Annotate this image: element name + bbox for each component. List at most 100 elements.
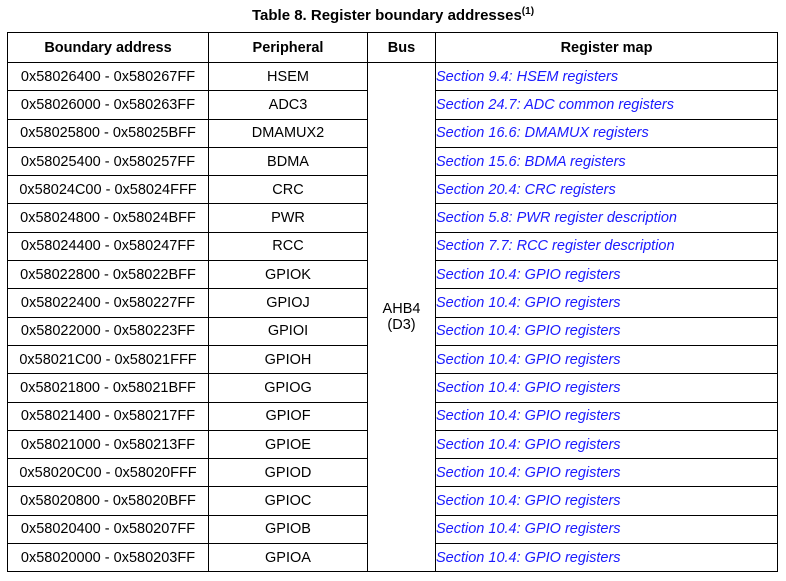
register-map-cell: Section 10.4: GPIO registers — [435, 316, 778, 346]
register-map-link[interactable]: Section 10.4: GPIO registers — [436, 464, 621, 481]
peripheral-cell: GPIOA — [208, 543, 368, 573]
register-map-cell: Section 7.7: RCC register description — [435, 231, 778, 262]
register-map-cell: Section 10.4: GPIO registers — [435, 401, 778, 431]
boundary-address-cell: 0x58024400 - 0x580247FF — [7, 231, 209, 262]
register-map-link[interactable]: Section 5.8: PWR register description — [436, 210, 677, 227]
register-map-link[interactable]: Section 9.4: HSEM registers — [436, 68, 619, 85]
boundary-address-cell: 0x58026400 - 0x580267FF — [7, 61, 209, 92]
bus-domain: (D3) — [387, 317, 416, 334]
boundary-address-cell: 0x58021000 - 0x580213FF — [7, 429, 209, 460]
peripheral-cell: DMAMUX2 — [208, 118, 368, 148]
register-map-cell: Section 9.4: HSEM registers — [435, 61, 778, 92]
peripheral-cell: ADC3 — [208, 90, 368, 120]
register-map-cell: Section 24.7: ADC common registers — [435, 90, 778, 120]
peripheral-cell: GPIOC — [208, 486, 368, 516]
boundary-address-cell: 0x58021800 - 0x58021BFF — [7, 373, 209, 403]
bus-cell: AHB4(D3) — [367, 61, 436, 573]
peripheral-cell: CRC — [208, 175, 368, 205]
table-footnote-ref: (1) — [521, 6, 535, 17]
peripheral-cell: GPIOE — [208, 429, 368, 460]
peripheral-cell: PWR — [208, 203, 368, 233]
boundary-address-cell: 0x58022800 - 0x58022BFF — [7, 260, 209, 290]
register-map-link[interactable]: Section 10.4: GPIO registers — [436, 521, 621, 538]
register-map-cell: Section 10.4: GPIO registers — [435, 458, 778, 488]
boundary-address-cell: 0x58024800 - 0x58024BFF — [7, 203, 209, 233]
register-map-link[interactable]: Section 15.6: BDMA registers — [436, 153, 626, 170]
boundary-address-cell: 0x58025400 - 0x580257FF — [7, 146, 209, 177]
register-map-cell: Section 16.6: DMAMUX registers — [435, 118, 778, 148]
register-boundary-table: Boundary address Peripheral Bus Register… — [7, 32, 778, 573]
register-map-cell: Section 20.4: CRC registers — [435, 175, 778, 205]
register-map-link[interactable]: Section 10.4: GPIO registers — [436, 549, 621, 566]
bus-name: AHB4 — [382, 301, 421, 318]
register-map-link[interactable]: Section 10.4: GPIO registers — [436, 351, 621, 368]
register-map-cell: Section 5.8: PWR register description — [435, 203, 778, 233]
register-map-cell: Section 10.4: GPIO registers — [435, 344, 778, 375]
boundary-address-cell: 0x58021400 - 0x580217FF — [7, 401, 209, 431]
header-boundary-address: Boundary address — [7, 32, 209, 63]
peripheral-cell: RCC — [208, 231, 368, 262]
peripheral-cell: GPIOH — [208, 344, 368, 375]
register-map-link[interactable]: Section 10.4: GPIO registers — [436, 266, 621, 283]
register-map-cell: Section 10.4: GPIO registers — [435, 514, 778, 545]
register-map-cell: Section 10.4: GPIO registers — [435, 373, 778, 403]
boundary-address-cell: 0x58024C00 - 0x58024FFF — [7, 175, 209, 205]
register-map-link[interactable]: Section 16.6: DMAMUX registers — [436, 125, 649, 142]
peripheral-cell: GPIOJ — [208, 288, 368, 318]
boundary-address-cell: 0x58026000 - 0x580263FF — [7, 90, 209, 120]
register-map-cell: Section 10.4: GPIO registers — [435, 260, 778, 290]
boundary-address-cell: 0x58022400 - 0x580227FF — [7, 288, 209, 318]
register-map-link[interactable]: Section 10.4: GPIO registers — [436, 295, 621, 312]
table-header-row: Boundary address Peripheral Bus Register… — [7, 32, 778, 63]
boundary-address-cell: 0x58020400 - 0x580207FF — [7, 514, 209, 545]
register-map-link[interactable]: Section 10.4: GPIO registers — [436, 323, 621, 340]
header-peripheral: Peripheral — [208, 32, 368, 63]
register-map-link[interactable]: Section 10.4: GPIO registers — [436, 379, 621, 396]
header-register-map: Register map — [435, 32, 778, 63]
table-caption: Table 8. Register boundary addresses(1) — [0, 6, 786, 26]
table-title: Table 8. Register boundary addresses — [251, 7, 522, 24]
peripheral-cell: GPIOF — [208, 401, 368, 431]
boundary-address-cell: 0x58020800 - 0x58020BFF — [7, 486, 209, 516]
peripheral-cell: BDMA — [208, 146, 368, 177]
register-map-link[interactable]: Section 10.4: GPIO registers — [436, 408, 621, 425]
peripheral-cell: GPIOK — [208, 260, 368, 290]
peripheral-cell: GPIOB — [208, 514, 368, 545]
peripheral-cell: GPIOI — [208, 316, 368, 346]
register-map-link[interactable]: Section 10.4: GPIO registers — [436, 493, 621, 510]
register-map-link[interactable]: Section 24.7: ADC common registers — [436, 96, 675, 113]
register-map-cell: Section 10.4: GPIO registers — [435, 486, 778, 516]
boundary-address-cell: 0x58020C00 - 0x58020FFF — [7, 458, 209, 488]
register-map-link[interactable]: Section 7.7: RCC register description — [436, 238, 675, 255]
header-bus: Bus — [367, 32, 436, 63]
boundary-address-cell: 0x58020000 - 0x580203FF — [7, 543, 209, 573]
boundary-address-cell: 0x58025800 - 0x58025BFF — [7, 118, 209, 148]
boundary-address-cell: 0x58021C00 - 0x58021FFF — [7, 344, 209, 375]
peripheral-cell: GPIOG — [208, 373, 368, 403]
register-map-link[interactable]: Section 10.4: GPIO registers — [436, 436, 621, 453]
register-map-cell: Section 15.6: BDMA registers — [435, 146, 778, 177]
register-map-cell: Section 10.4: GPIO registers — [435, 429, 778, 460]
register-map-link[interactable]: Section 20.4: CRC registers — [436, 181, 616, 198]
register-map-cell: Section 10.4: GPIO registers — [435, 288, 778, 318]
peripheral-cell: GPIOD — [208, 458, 368, 488]
peripheral-cell: HSEM — [208, 61, 368, 92]
boundary-address-cell: 0x58022000 - 0x580223FF — [7, 316, 209, 346]
register-map-cell: Section 10.4: GPIO registers — [435, 543, 778, 573]
